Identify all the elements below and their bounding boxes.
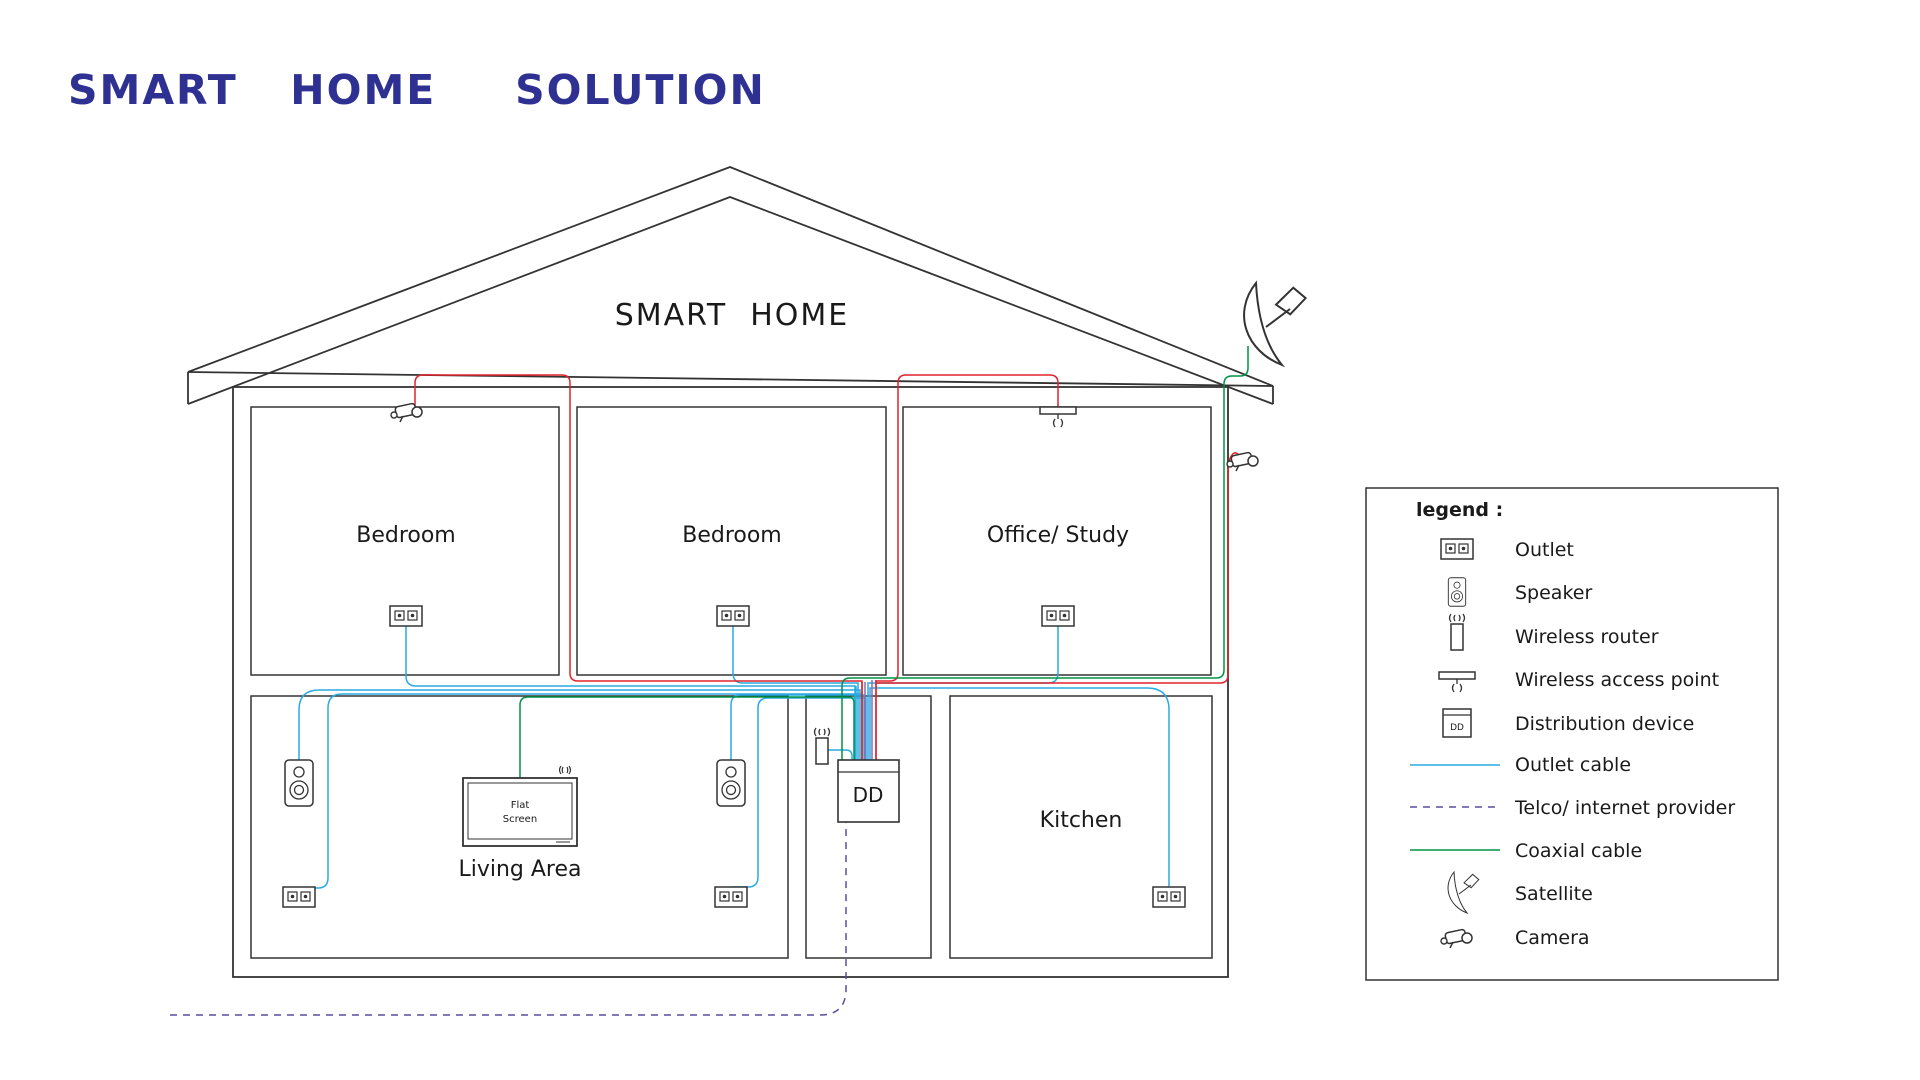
outer-roof <box>187 166 1274 387</box>
room-bedroom-2 <box>576 406 887 676</box>
wireless-router-icon <box>1448 613 1466 651</box>
wireless-access-point-icon <box>1039 406 1077 428</box>
ap-cable-office <box>875 374 1059 760</box>
room-label-living: Living Area <box>458 857 581 882</box>
camera-icon <box>390 402 423 423</box>
speaker-icon <box>284 759 314 807</box>
coaxial-cable-group <box>519 346 1249 778</box>
room-label-bedroom-2: Bedroom <box>682 523 782 548</box>
tv-label-line1: Flat <box>511 800 530 811</box>
distribution-device: DD <box>837 759 900 823</box>
legend-dd-icon-text: DD <box>1450 723 1464 733</box>
speaker-icon <box>1447 577 1467 607</box>
outlet-icon <box>282 886 316 908</box>
inner-roof <box>187 196 1274 405</box>
legend-label-telco: Telco/ internet provider <box>1514 797 1735 819</box>
outlet-icon <box>1440 538 1474 560</box>
cables <box>170 346 1249 1016</box>
outlet-icon <box>1041 605 1075 627</box>
legend: legend : Outlet Speaker Wireless router … <box>1365 487 1779 981</box>
telco-line <box>170 822 847 1016</box>
room-label-kitchen: Kitchen <box>1040 808 1123 833</box>
camera-cable-group <box>414 374 1244 760</box>
wifi-icon <box>558 765 572 775</box>
distribution-device-label: DD <box>853 783 884 807</box>
legend-label-outlet: Outlet <box>1515 539 1574 561</box>
tv-label-line2: Screen <box>503 814 537 825</box>
camera-cable-bedroom <box>414 374 863 760</box>
outlet-cable-speaker-left <box>298 689 861 760</box>
outlet-cable-bedroom-1 <box>405 625 856 760</box>
flat-screen-tv: Flat Screen <box>462 765 578 847</box>
outlet-cable-outlet-right <box>732 697 867 888</box>
legend-label-camera: Camera <box>1515 927 1590 949</box>
outlet-cable-bedroom-2 <box>732 625 859 760</box>
outlet-icon <box>714 886 748 908</box>
outlet-cable-kitchen <box>869 687 1170 888</box>
outlet-cable-outlet-left <box>300 693 863 889</box>
outlet-icon <box>1152 886 1186 908</box>
legend-label-distribution-device: Distribution device <box>1515 713 1694 735</box>
outlet-cable-group <box>298 625 1170 889</box>
legend-label-coaxial: Coaxial cable <box>1515 840 1642 862</box>
room-kitchen <box>949 695 1213 959</box>
camera-icon <box>1440 928 1473 949</box>
speaker-icon <box>716 759 746 807</box>
legend-label-wireless-access-point: Wireless access point <box>1515 669 1719 691</box>
legend-label-satellite: Satellite <box>1515 883 1593 905</box>
room-living <box>250 695 789 959</box>
outlet-icon <box>389 605 423 627</box>
satellite-icon <box>1447 871 1482 914</box>
wireless-router-icon <box>813 727 831 765</box>
legend-label-speaker: Speaker <box>1515 582 1592 604</box>
page-title: SMART HOME SOLUTION <box>68 66 766 114</box>
coaxial-cable-tv <box>519 696 855 778</box>
outlet-cable-office <box>867 625 1059 760</box>
satellite-icon <box>1243 282 1311 366</box>
house-structure <box>187 166 1274 978</box>
camera-cable-exterior <box>876 452 1244 684</box>
legend-label-outlet-cable: Outlet cable <box>1515 754 1631 776</box>
house-body <box>232 386 1229 978</box>
outlet-cable-router <box>828 749 853 760</box>
room-label-bedroom-1: Bedroom <box>356 523 456 548</box>
outlet-icon <box>716 605 750 627</box>
wireless-access-point-icon <box>1438 671 1476 693</box>
room-label-office: Office/ Study <box>987 523 1129 548</box>
legend-heading: legend : <box>1416 499 1503 521</box>
coaxial-cable-satellite <box>841 346 1249 760</box>
house-label: SMART HOME <box>615 298 850 333</box>
legend-label-wireless-router: Wireless router <box>1515 626 1659 648</box>
legend-box <box>1365 487 1779 981</box>
